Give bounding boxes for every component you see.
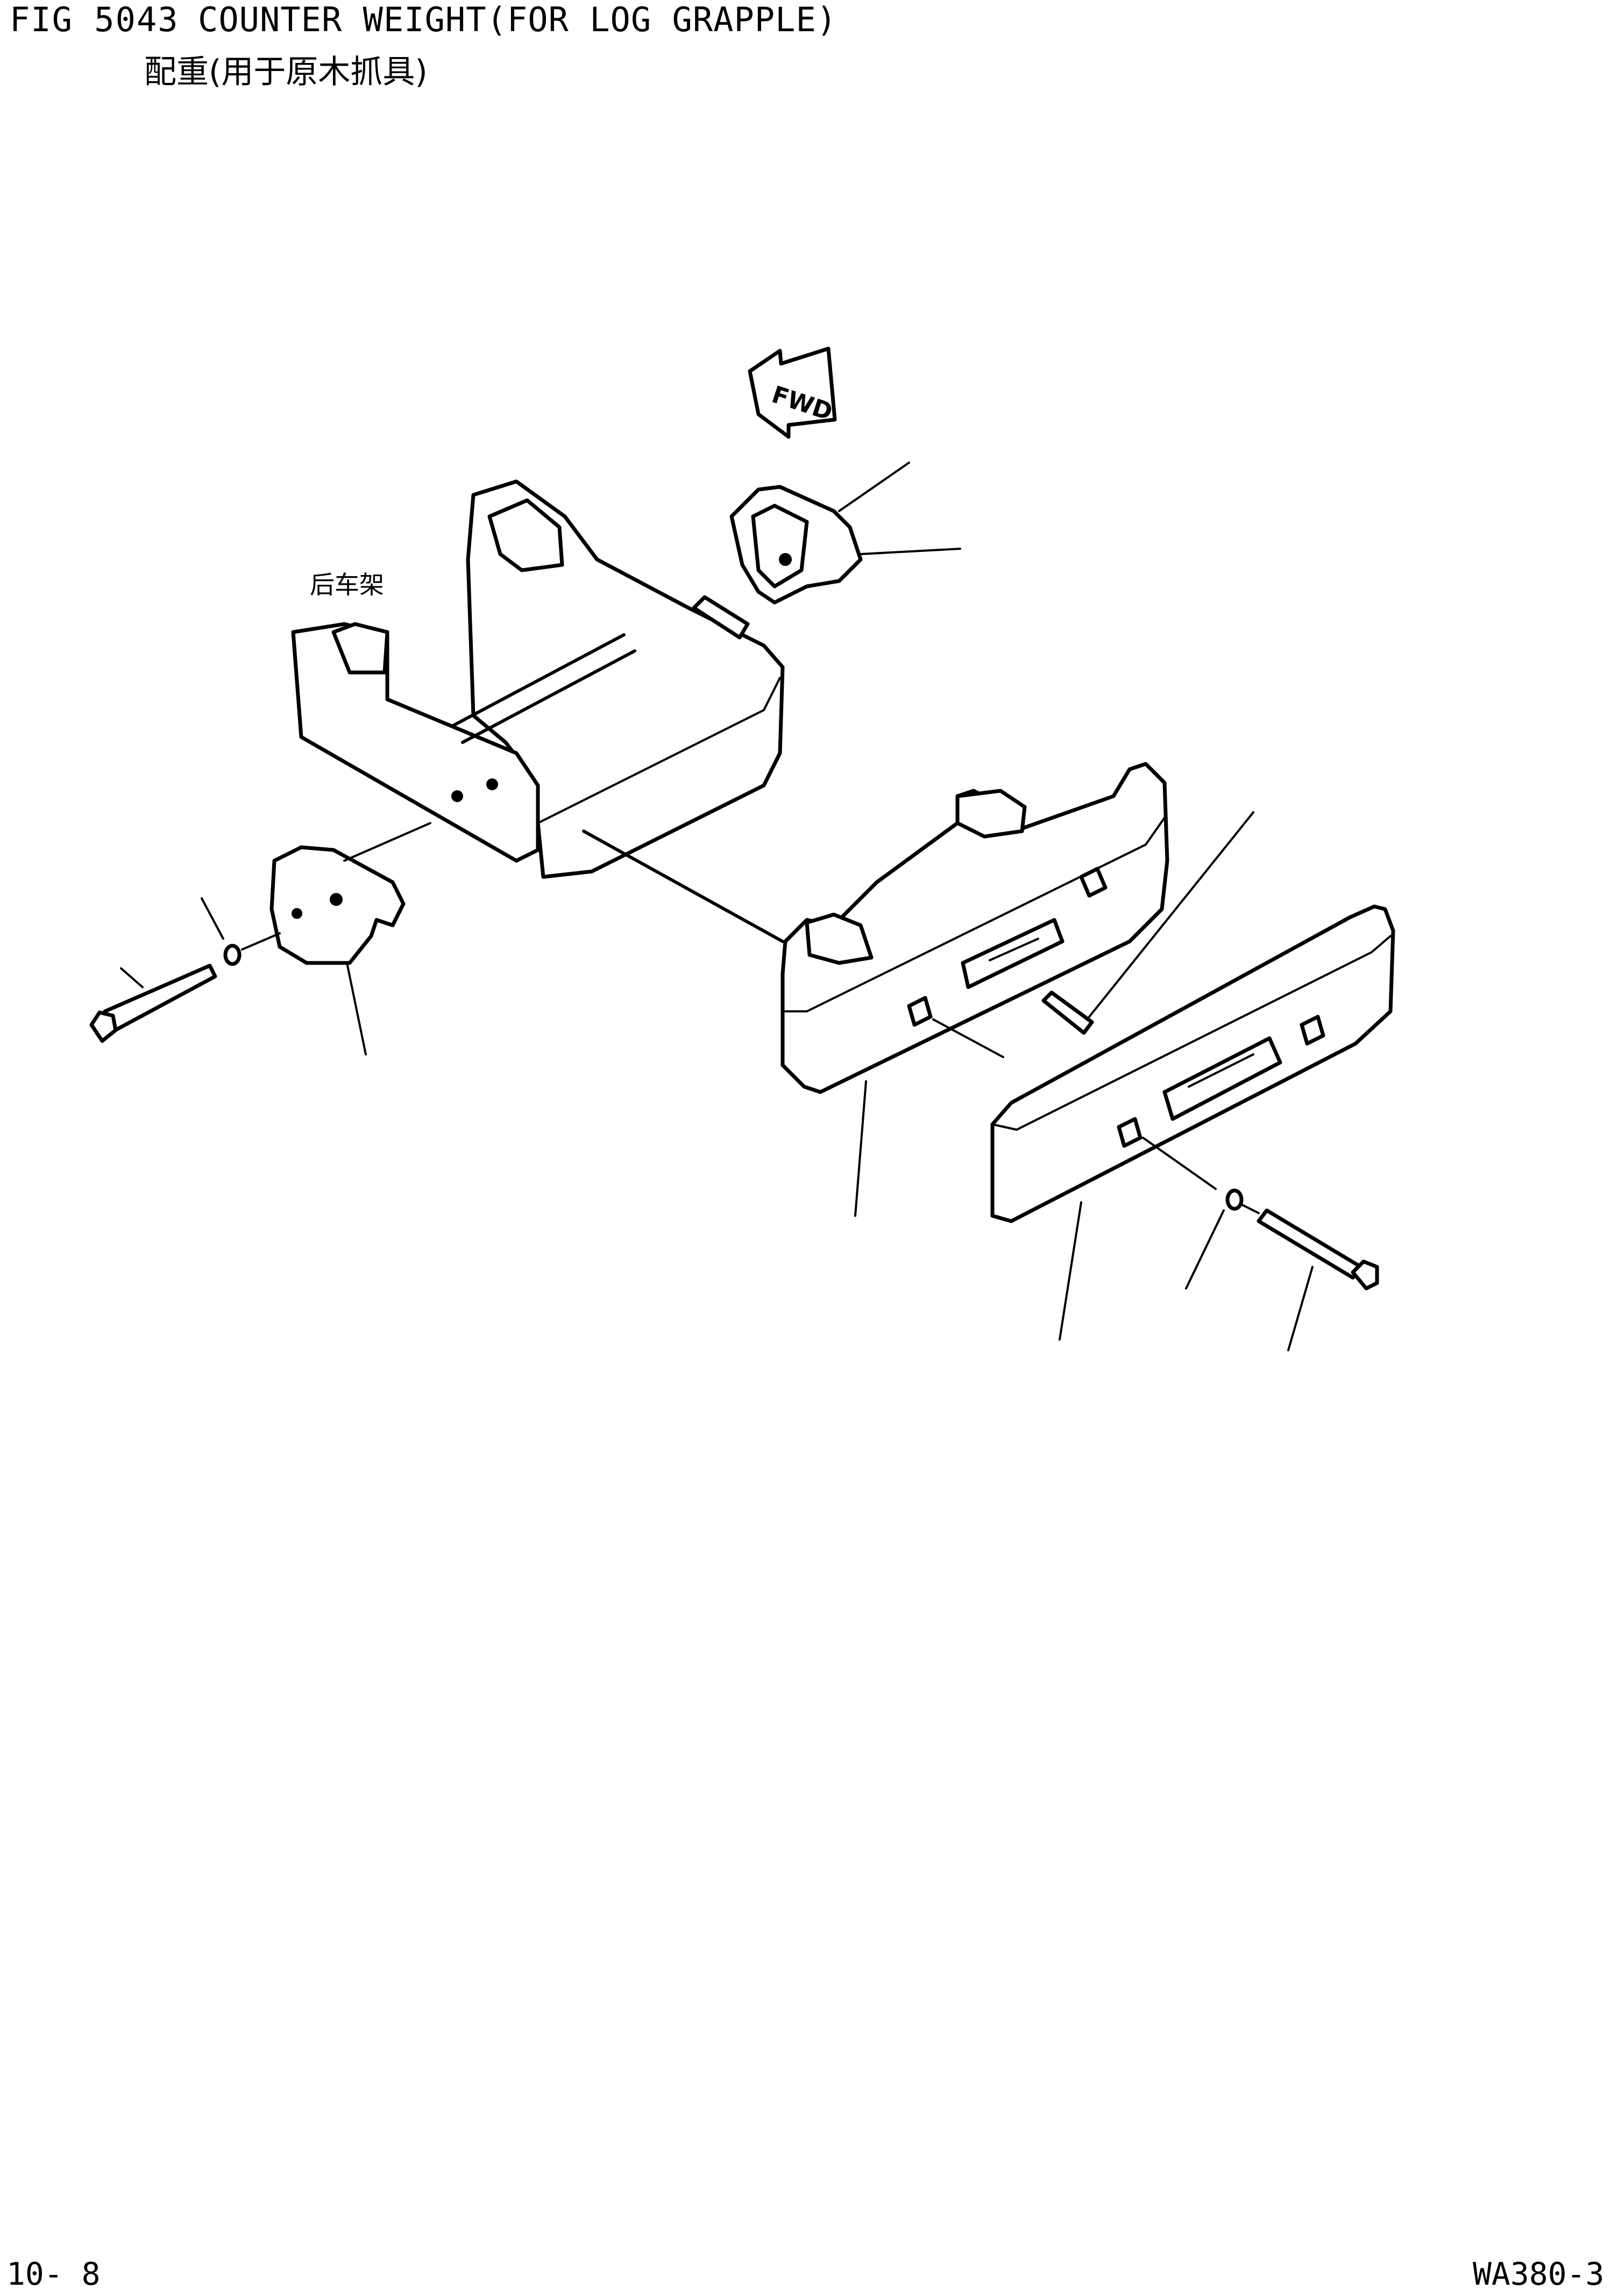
rear-frame-part: [291, 479, 785, 879]
lower-bracket-part: [269, 822, 431, 1055]
left-bolt-part: [89, 963, 217, 1043]
right-washer-part: [1185, 1188, 1260, 1289]
rear-frame-label: 后车架: [310, 570, 384, 599]
model-number: WA380-3: [1473, 2256, 1605, 2292]
upper-bracket-part: [692, 462, 961, 640]
figure-number: FIG 5043: [10, 0, 179, 39]
fwd-arrow-icon: FWD: [748, 346, 837, 439]
left-washer-part: [201, 897, 281, 966]
center-pin-part: [1041, 811, 1254, 1055]
right-bolt-part: [1257, 1208, 1379, 1351]
page-number: 10- 8: [6, 2256, 101, 2292]
counter-weight-rear-part: [990, 904, 1395, 1341]
counter-weight-main-part: [582, 762, 1169, 1217]
figure-title-chinese: 配重(用于原木抓具): [144, 53, 428, 91]
figure-title-english: COUNTER WEIGHT(FOR LOG GRAPPLE): [198, 0, 838, 39]
